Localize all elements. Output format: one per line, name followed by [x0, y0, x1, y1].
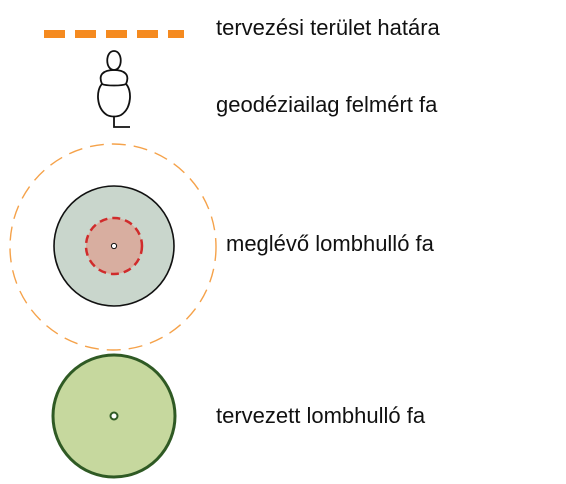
- existing-tree-center-point: [110, 242, 118, 250]
- planned-deciduous-tree-icon: [51, 353, 177, 479]
- legend-label-existing-tree: meglévő lombhulló fa: [226, 231, 434, 256]
- surveyed-tree-icon: [97, 50, 131, 128]
- existing-tree-crown-extent-circle: [9, 143, 217, 351]
- planned-tree-center-point: [109, 411, 119, 421]
- legend-label-planning-boundary: tervezési terület határa: [216, 15, 440, 40]
- legend-label-planned-tree: tervezett lombhulló fa: [216, 403, 426, 428]
- legend-label-surveyed-tree: geodéziailag felmért fa: [216, 92, 438, 117]
- existing-deciduous-tree-icon: [9, 143, 217, 351]
